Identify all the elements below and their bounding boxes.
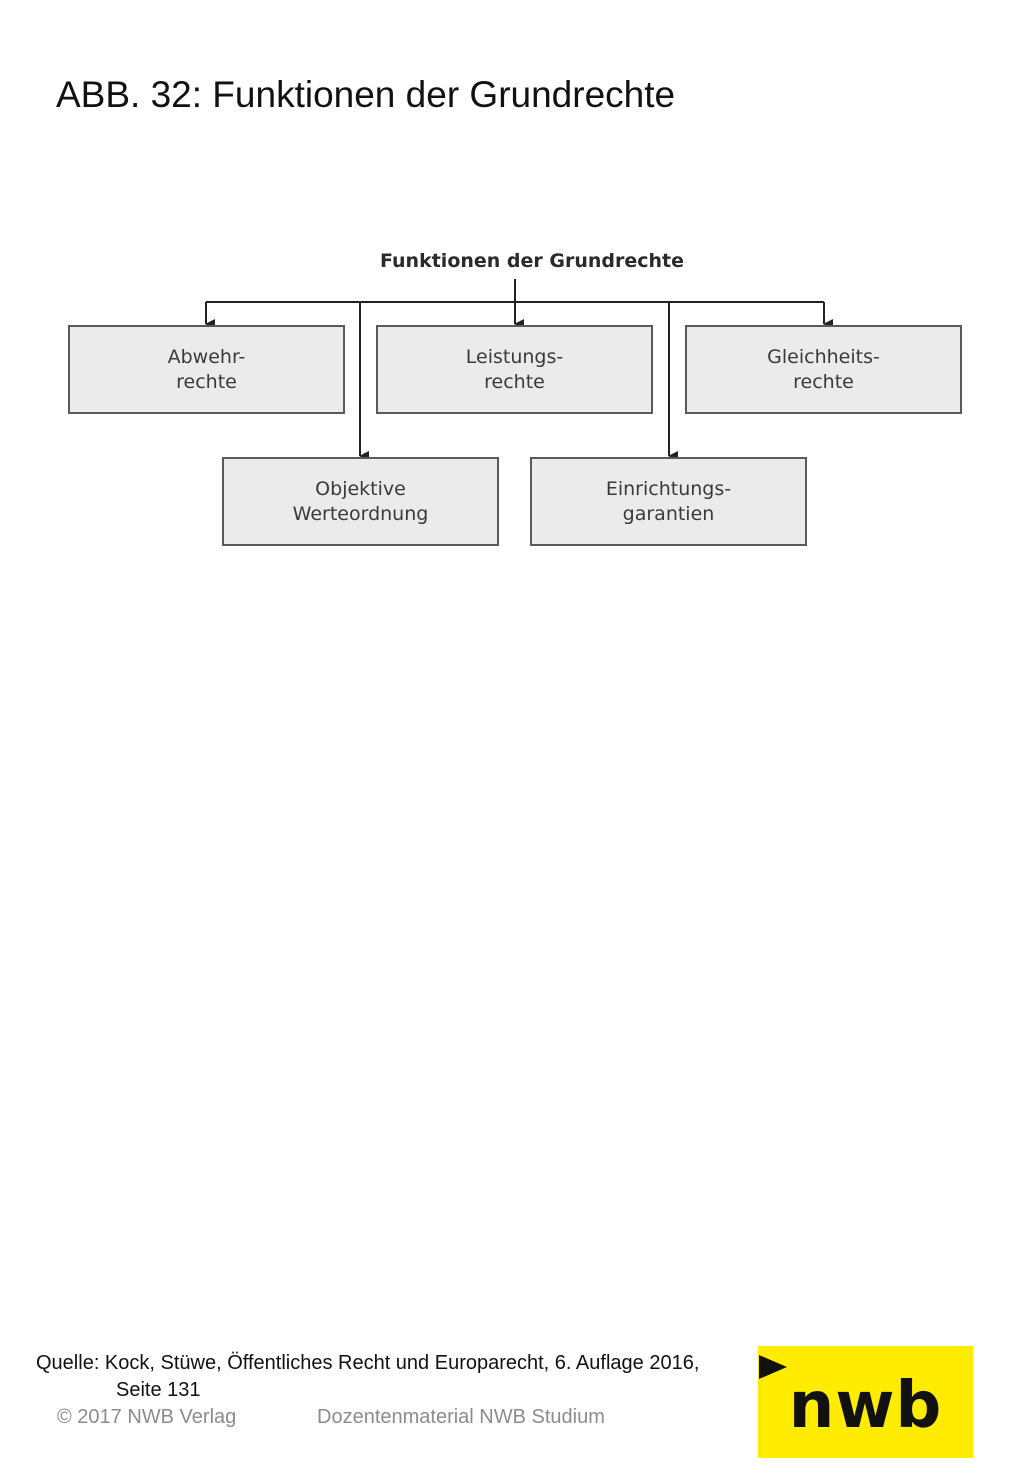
logo-text: nwb [788, 1369, 943, 1443]
node-label-line1: Einrichtungs- [605, 477, 732, 500]
node-gleichheitsrechte: Gleichheits- rechte [685, 325, 962, 414]
node-label-line1: Gleichheits- [767, 345, 880, 368]
node-label-line2: rechte [176, 370, 237, 393]
slide-title: ABB. 32: Funktionen der Grundrechte [56, 74, 676, 115]
source-line-1: Quelle: Kock, Stüwe, Öffentliches Recht … [36, 1352, 700, 1374]
node-label-line2: rechte [793, 370, 854, 393]
footer-material: Dozentenmaterial NWB Studium [317, 1406, 605, 1428]
functions-diagram: Funktionen der Grundrechte Abwehr- recht… [0, 0, 1024, 620]
node-abwehrrechte: Abwehr- rechte [68, 325, 345, 414]
node-label-line1: Objektive [315, 477, 406, 500]
node-label-line2: Werteordnung [292, 502, 429, 525]
source-line-2: Seite 131 [116, 1379, 201, 1401]
diagram-root-label: Funktionen der Grundrechte [380, 250, 685, 272]
nwb-logo: nwb [758, 1346, 973, 1458]
node-label-line1: Abwehr- [167, 345, 246, 368]
node-label-line1: Leistungs- [465, 345, 564, 368]
node-leistungsrechte: Leistungs- rechte [376, 325, 653, 414]
node-objektive-werteordnung: Objektive Werteordnung [222, 457, 499, 546]
play-arrow-icon[interactable] [758, 1354, 788, 1380]
node-einrichtungsgarantien: Einrichtungs- garantien [530, 457, 807, 546]
footer-copyright: © 2017 NWB Verlag [57, 1406, 237, 1428]
source-citation: Quelle: Kock, Stüwe, Öffentliches Recht … [36, 1350, 699, 1404]
node-label-line2: rechte [484, 370, 545, 393]
diagram-connectors [205, 279, 833, 461]
node-label-line2: garantien [622, 502, 715, 525]
